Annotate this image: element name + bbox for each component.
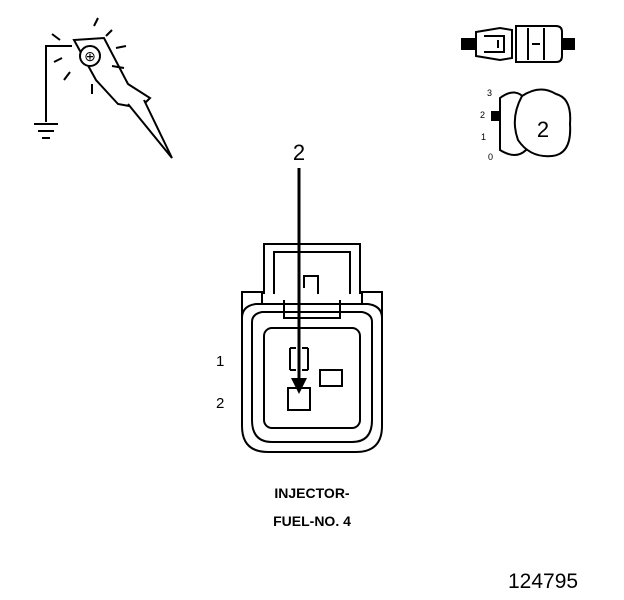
switch-scale-3: 3 bbox=[487, 88, 492, 98]
switch-position-selected: 2 bbox=[537, 117, 549, 142]
pin-label-2: 2 bbox=[216, 395, 224, 412]
test-probe-icon bbox=[34, 17, 173, 159]
switch-scale-1: 1 bbox=[481, 132, 486, 142]
probe-lamp bbox=[79, 45, 101, 67]
pin-label-1: 1 bbox=[216, 353, 224, 370]
pin-callout-label: 2 bbox=[293, 140, 305, 165]
connector-side-icon bbox=[461, 25, 575, 63]
switch-scale-2: 2 bbox=[480, 110, 485, 120]
connector-caption-line1: INJECTOR- bbox=[274, 485, 350, 501]
figure-number: 124795 bbox=[508, 570, 578, 593]
switch-scale-0: 0 bbox=[488, 152, 493, 162]
switch-knob-icon bbox=[491, 88, 572, 158]
probe-lamp-glyph: ⊕ bbox=[84, 48, 96, 64]
connector-caption-line2: FUEL-NO. 4 bbox=[273, 513, 351, 529]
connector-face bbox=[241, 243, 383, 453]
pin-callout-arrow bbox=[291, 168, 307, 394]
